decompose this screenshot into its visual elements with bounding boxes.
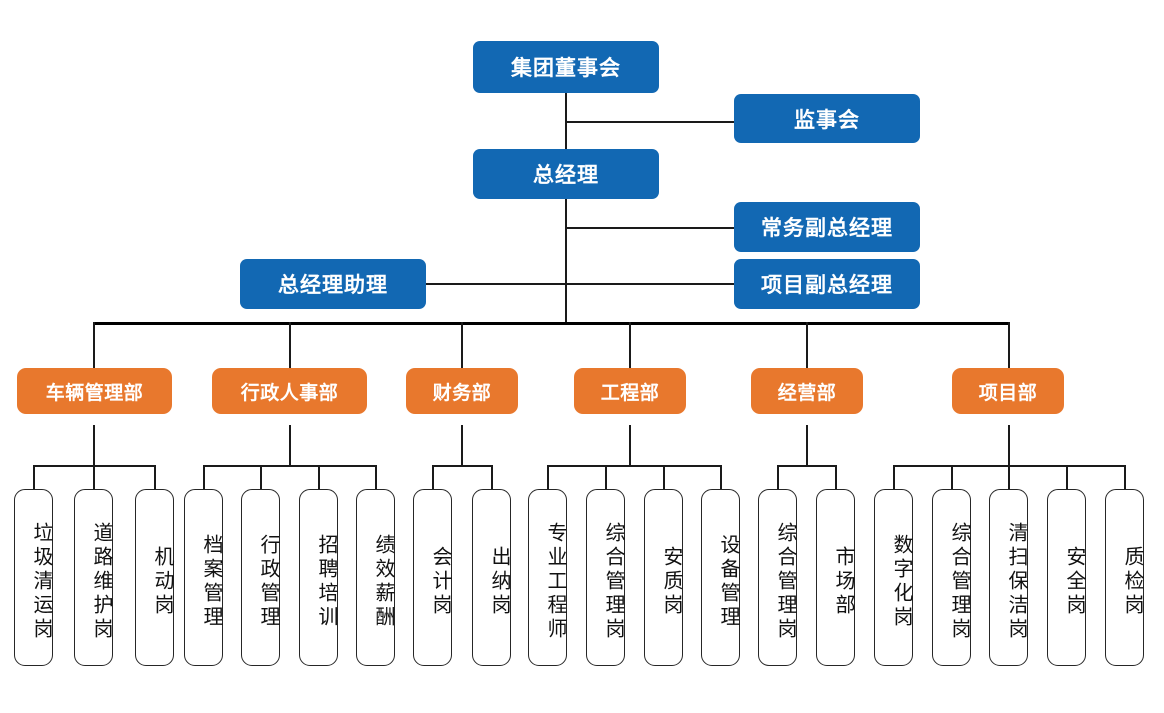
connector-adminhr-stem [289,425,291,466]
connector-gm-to-assistant [425,283,566,285]
node-gm-assistant[interactable]: 总经理助理 [240,259,426,309]
node-project-deputy-gm[interactable]: 项目副总经理 [734,259,920,309]
node-position-vehicle-2[interactable]: 道路维护岗 [74,489,114,666]
node-department-operations[interactable]: 经营部 [751,368,863,414]
node-position-engineering-1[interactable]: 专业工程师 [528,489,568,666]
connector-engineering-child-2 [605,465,607,490]
node-department-finance[interactable]: 财务部 [406,368,518,414]
connector-engineering-child-1 [547,465,549,490]
node-position-finance-1[interactable]: 会计岗 [413,489,453,666]
connector-gm-to-project-deputy [565,283,734,285]
connector-drop-vehicle [93,322,95,368]
node-general-manager[interactable]: 总经理 [473,149,659,199]
connector-department-bus [93,322,1009,325]
node-supervisory-board[interactable]: 监事会 [734,94,920,143]
node-department-engineering[interactable]: 工程部 [574,368,686,414]
node-position-project-4[interactable]: 安全岗 [1047,489,1087,666]
connector-drop-operations [806,322,808,368]
connector-project-child-3 [1008,465,1010,490]
node-position-project-1[interactable]: 数字化岗 [874,489,914,666]
connector-drop-admin-hr [289,322,291,368]
node-position-engineering-2[interactable]: 综合管理岗 [586,489,626,666]
connector-project-child-1 [893,465,895,490]
connector-operations-bus [777,465,837,467]
node-position-project-5[interactable]: 质检岗 [1105,489,1145,666]
node-department-project[interactable]: 项目部 [952,368,1064,414]
connector-drop-engineering [629,322,631,368]
connector-finance-bus [432,465,492,467]
connector-board-to-supervisory [565,121,734,123]
node-position-vehicle-1[interactable]: 垃圾清运岗 [14,489,54,666]
connector-board-to-gm [565,121,567,151]
connector-drop-finance [461,322,463,368]
connector-gm-to-exec-deputy [565,227,734,229]
connector-board-down [565,92,567,122]
connector-operations-child-1 [777,465,779,490]
node-board[interactable]: 集团董事会 [473,41,659,93]
connector-operations-stem [806,425,808,466]
connector-project-stem [1008,425,1010,466]
connector-project-child-4 [1066,465,1068,490]
node-position-adminhr-1[interactable]: 档案管理 [184,489,224,666]
node-department-admin-hr[interactable]: 行政人事部 [212,368,367,414]
connector-adminhr-child-2 [260,465,262,490]
node-position-project-2[interactable]: 综合管理岗 [932,489,972,666]
connector-drop-project [1008,322,1010,368]
connector-engineering-child-4 [720,465,722,490]
node-position-engineering-4[interactable]: 设备管理 [701,489,741,666]
node-position-engineering-3[interactable]: 安质岗 [644,489,684,666]
connector-adminhr-child-3 [318,465,320,490]
node-position-adminhr-3[interactable]: 招聘培训 [299,489,339,666]
node-executive-deputy-gm[interactable]: 常务副总经理 [734,202,920,252]
connector-adminhr-child-4 [375,465,377,490]
connector-finance-stem [461,425,463,466]
connector-operations-child-2 [835,465,837,490]
node-department-vehicle[interactable]: 车辆管理部 [17,368,172,414]
connector-finance-child-1 [432,465,434,490]
node-position-operations-1[interactable]: 综合管理岗 [758,489,798,666]
connector-adminhr-child-1 [203,465,205,490]
node-position-finance-2[interactable]: 出纳岗 [472,489,512,666]
node-position-adminhr-4[interactable]: 绩效薪酬 [356,489,396,666]
node-position-vehicle-3[interactable]: 机动岗 [135,489,175,666]
connector-gm-spine [565,198,567,323]
node-position-project-3[interactable]: 清扫保洁岗 [989,489,1029,666]
connector-adminhr-bus [203,465,376,467]
node-position-operations-2[interactable]: 市场部 [816,489,856,666]
connector-vehicle-child-1 [33,465,35,490]
connector-engineering-stem [629,425,631,466]
connector-project-child-5 [1124,465,1126,490]
connector-engineering-bus [547,465,721,467]
connector-project-child-2 [951,465,953,490]
connector-engineering-child-3 [663,465,665,490]
connector-vehicle-child-2 [93,465,95,490]
connector-vehicle-child-3 [154,465,156,490]
node-position-adminhr-2[interactable]: 行政管理 [241,489,281,666]
connector-finance-child-2 [491,465,493,490]
connector-vehicle-stem [93,425,95,466]
